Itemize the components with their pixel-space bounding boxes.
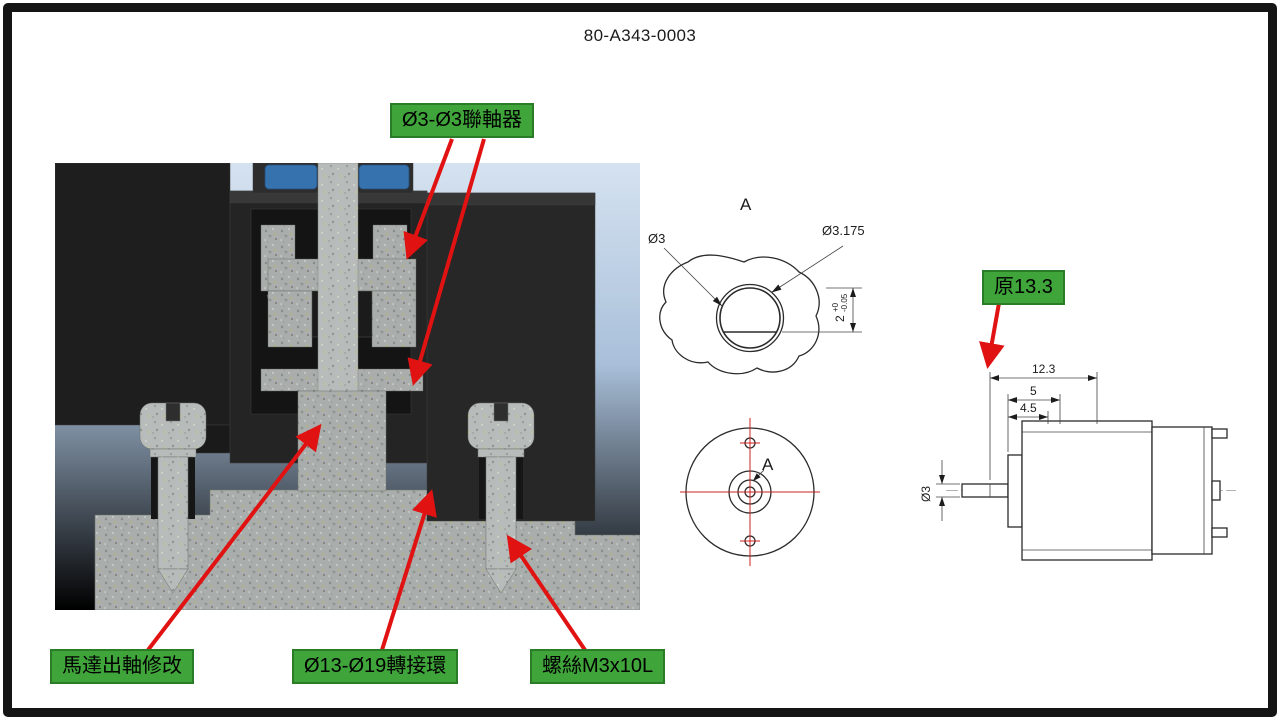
detail-view-title: A bbox=[740, 195, 752, 214]
callout-motor-shaft: 馬達出軸修改 bbox=[50, 649, 194, 684]
motor-dim-overall: 12.3 bbox=[1032, 362, 1056, 376]
callout-original-length-label: 原13.3 bbox=[994, 276, 1053, 298]
detail-view-a: A Ø3 Ø3.175 2 +0 -0.05 bbox=[648, 195, 865, 375]
callout-adapter-ring: Ø13-Ø19轉接環 bbox=[292, 649, 459, 684]
flat-dim-tol-upper: +0 bbox=[831, 302, 840, 312]
callout-adapter-ring-label: Ø13-Ø19轉接環 bbox=[304, 655, 447, 677]
motor-dim-inner: 4.5 bbox=[1020, 401, 1037, 415]
callout-coupler-label: Ø3-Ø3聯軸器 bbox=[402, 109, 523, 131]
motor-side-view: Ø3 12.3 5 4.5 bbox=[919, 362, 1236, 561]
flat-dim-tol-lower: -0.05 bbox=[840, 293, 849, 312]
callout-screw: 螺絲M3x10L bbox=[530, 649, 666, 684]
flat-dim-value: 2 bbox=[833, 315, 847, 322]
bottom-view-detail-marker: A bbox=[762, 455, 774, 474]
detail-shaft-dia-label: Ø3 bbox=[648, 231, 665, 246]
blue-clamp bbox=[264, 164, 410, 190]
bottom-view: A bbox=[680, 418, 820, 566]
motor-shaft-section bbox=[297, 163, 387, 492]
detail-bore-dia-label: Ø3.175 bbox=[822, 223, 865, 238]
callout-motor-shaft-label: 馬達出軸修改 bbox=[62, 655, 182, 677]
drawing-number: 80-A343-0003 bbox=[583, 26, 697, 45]
cad-section-render bbox=[55, 163, 640, 610]
callout-original-length: 原13.3 bbox=[982, 270, 1065, 305]
motor-dim-mid: 5 bbox=[1030, 384, 1037, 398]
callout-screw-label: 螺絲M3x10L bbox=[542, 655, 654, 677]
motor-shaft-dia-label: Ø3 bbox=[919, 486, 933, 502]
arrow-original-length bbox=[979, 302, 1005, 369]
callout-coupler: Ø3-Ø3聯軸器 bbox=[390, 103, 535, 138]
